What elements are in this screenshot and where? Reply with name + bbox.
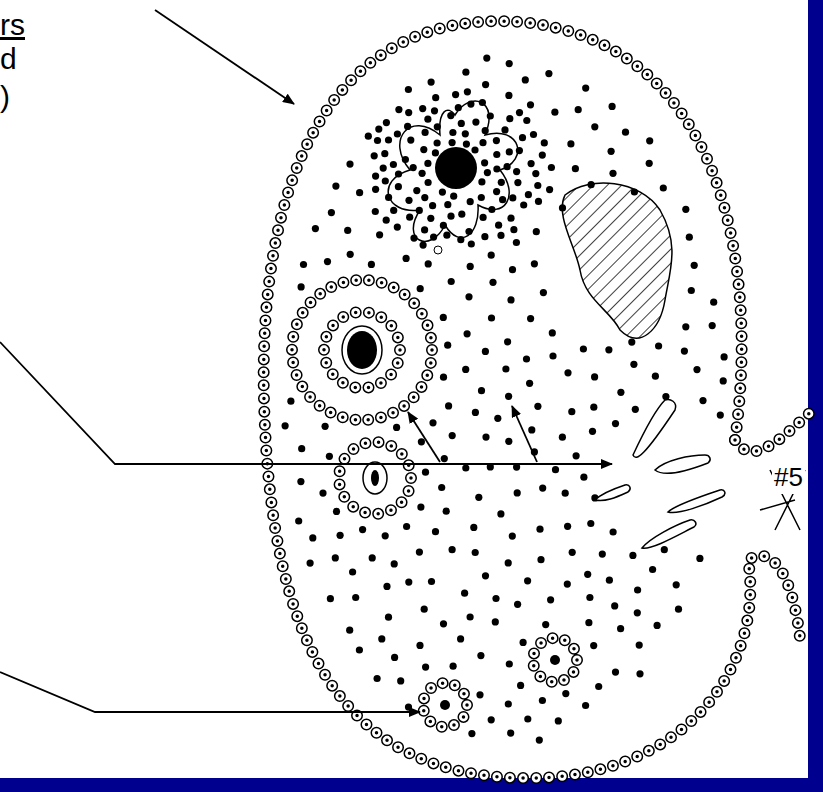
cropped-label: rs	[0, 8, 25, 42]
follicle-ring	[324, 312, 400, 388]
follicle-ring	[423, 683, 467, 727]
follicle-ring	[339, 442, 411, 514]
capsule	[264, 21, 815, 778]
follicle-ring	[339, 442, 411, 514]
follicle-ring	[324, 312, 400, 388]
white-ground	[0, 0, 808, 778]
follicle-ring	[423, 683, 467, 727]
follicle-ring	[533, 638, 577, 682]
follicle-ring	[292, 280, 432, 420]
cropped-label: #5	[772, 460, 805, 494]
follicle-ring	[423, 683, 467, 727]
cropped-label: d	[0, 42, 17, 76]
follicle-ring	[339, 442, 411, 514]
follicle-ring	[533, 638, 577, 682]
follicle-ring	[533, 638, 577, 682]
follicle-ring	[292, 280, 432, 420]
follicle-ring	[324, 312, 400, 388]
lymphocyte-dots	[282, 55, 728, 744]
cropped-label: )	[0, 80, 10, 114]
follicle-ring	[292, 280, 432, 420]
